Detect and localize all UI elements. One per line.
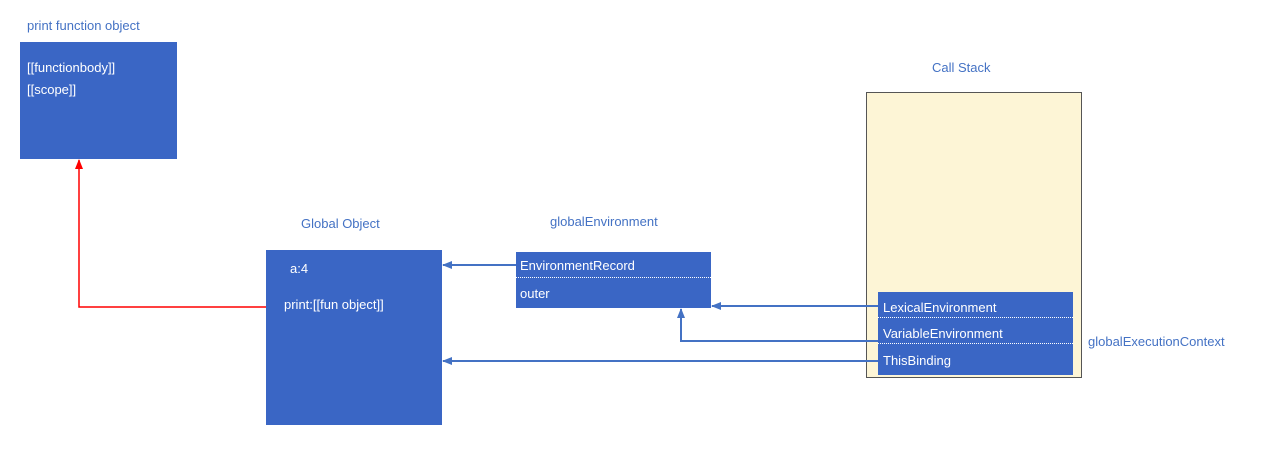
variable-environment-field: VariableEnvironment xyxy=(878,318,1073,344)
execution-context-box: LexicalEnvironment VariableEnvironment T… xyxy=(878,292,1073,375)
environment-record-field: EnvironmentRecord xyxy=(516,252,711,278)
execution-context-label: globalExecutionContext xyxy=(1088,334,1225,349)
global-environment-box: EnvironmentRecord outer xyxy=(516,252,711,308)
print-to-function-arrow xyxy=(75,159,266,308)
this-binding-field: ThisBinding xyxy=(883,353,951,368)
global-environment-title: globalEnvironment xyxy=(550,214,658,229)
variable-to-environment-arrow xyxy=(677,308,878,342)
outer-field: outer xyxy=(520,286,550,301)
global-object-title: Global Object xyxy=(301,216,380,231)
global-prop-print: print:[[fun object]] xyxy=(284,297,384,312)
global-prop-a: a:4 xyxy=(290,261,309,276)
function-scope-slot: [[scope]] xyxy=(27,82,77,97)
function-object-box: [[functionbody]] [[scope]] xyxy=(20,42,177,159)
global-object-box: a:4 print:[[fun object]] xyxy=(266,250,442,425)
function-object-title: print function object xyxy=(27,18,140,33)
function-body-slot: [[functionbody]] xyxy=(27,60,116,75)
lexical-environment-field: LexicalEnvironment xyxy=(878,292,1073,318)
call-stack-title: Call Stack xyxy=(932,60,991,75)
